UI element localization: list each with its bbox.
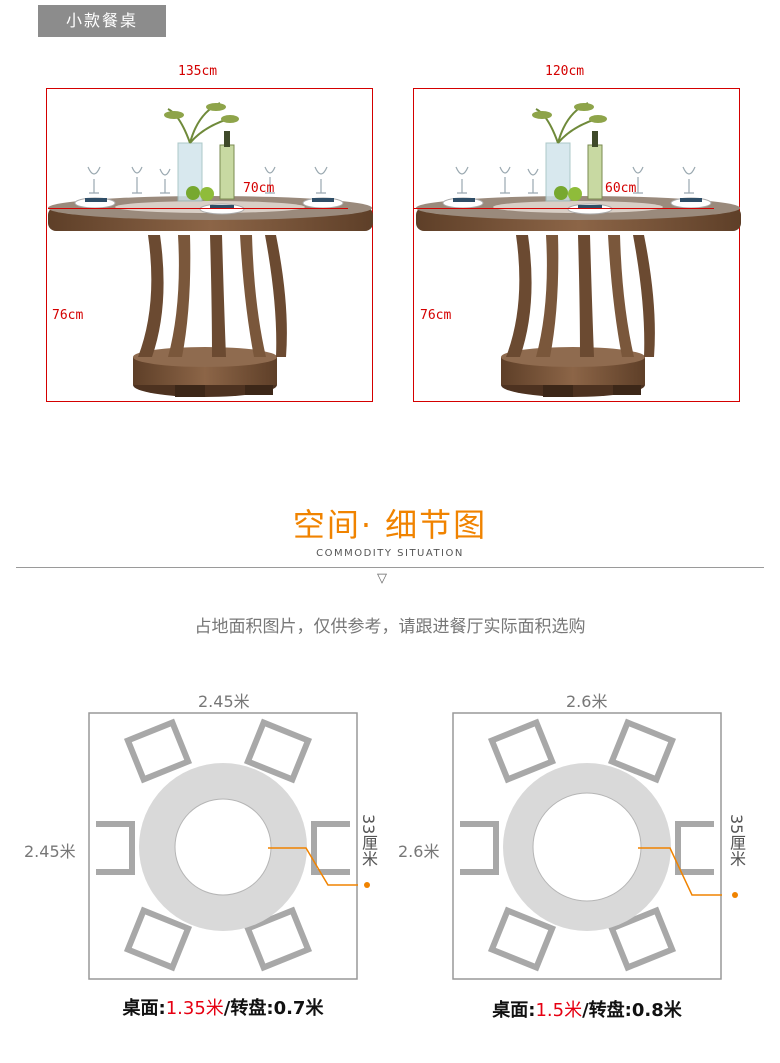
plan1-diagram: [88, 712, 370, 980]
plan2-side-label: 2.6米: [398, 842, 440, 861]
plan1-caption-suffix: /转盘:0.7米: [223, 998, 324, 1019]
table1-dimension-box: [46, 88, 373, 402]
section-title: 空间· 细节图: [292, 506, 488, 544]
table1-turntable-line: [48, 208, 348, 209]
table2-height-label: 76cm: [420, 308, 452, 323]
plan2-gap-label: 35厘米: [727, 814, 746, 867]
table2-dimension-box: [413, 88, 740, 402]
table2-turntable-label: 60cm: [605, 181, 637, 196]
plan1-caption-prefix: 桌面:: [122, 998, 166, 1019]
section-subtitle: COMMODITY SITUATION: [316, 548, 464, 559]
plan1-top-label: 2.45米: [198, 692, 250, 711]
plan2-caption-highlight: 1.5米: [535, 1000, 583, 1021]
table1-turntable-label: 70cm: [243, 181, 275, 196]
plan1-side-label: 2.45米: [24, 842, 76, 861]
table1-height-label: 76cm: [52, 308, 84, 323]
plan2-diagram: [452, 712, 728, 980]
table1-width-label: 135cm: [178, 64, 218, 79]
table2-illustration: [408, 95, 748, 405]
plan2-caption: 桌面:1.5米/转盘:0.8米: [452, 996, 722, 1022]
plan1-caption-highlight: 1.35米: [165, 998, 224, 1019]
plan1-caption: 桌面:1.35米/转盘:0.7米: [88, 994, 358, 1020]
area-note: 占地面积图片，仅供参考，请跟进餐厅实际面积选购: [194, 617, 586, 637]
table2-turntable-line: [414, 208, 714, 209]
plan2-caption-suffix: /转盘:0.8米: [582, 1000, 682, 1021]
table2-width-label: 120cm: [545, 64, 585, 79]
section-divider: [16, 567, 764, 568]
down-arrow-icon: ▽: [377, 571, 387, 586]
plan1-gap-dot: [364, 882, 370, 888]
plan2-top-label: 2.6米: [566, 692, 608, 711]
category-tag: 小款餐桌: [38, 5, 166, 37]
plan2-caption-prefix: 桌面:: [492, 1000, 536, 1021]
plan2-gap-dot: [732, 892, 738, 898]
plan1-gap-label: 33厘米: [359, 814, 378, 867]
table1-illustration: [40, 95, 380, 405]
